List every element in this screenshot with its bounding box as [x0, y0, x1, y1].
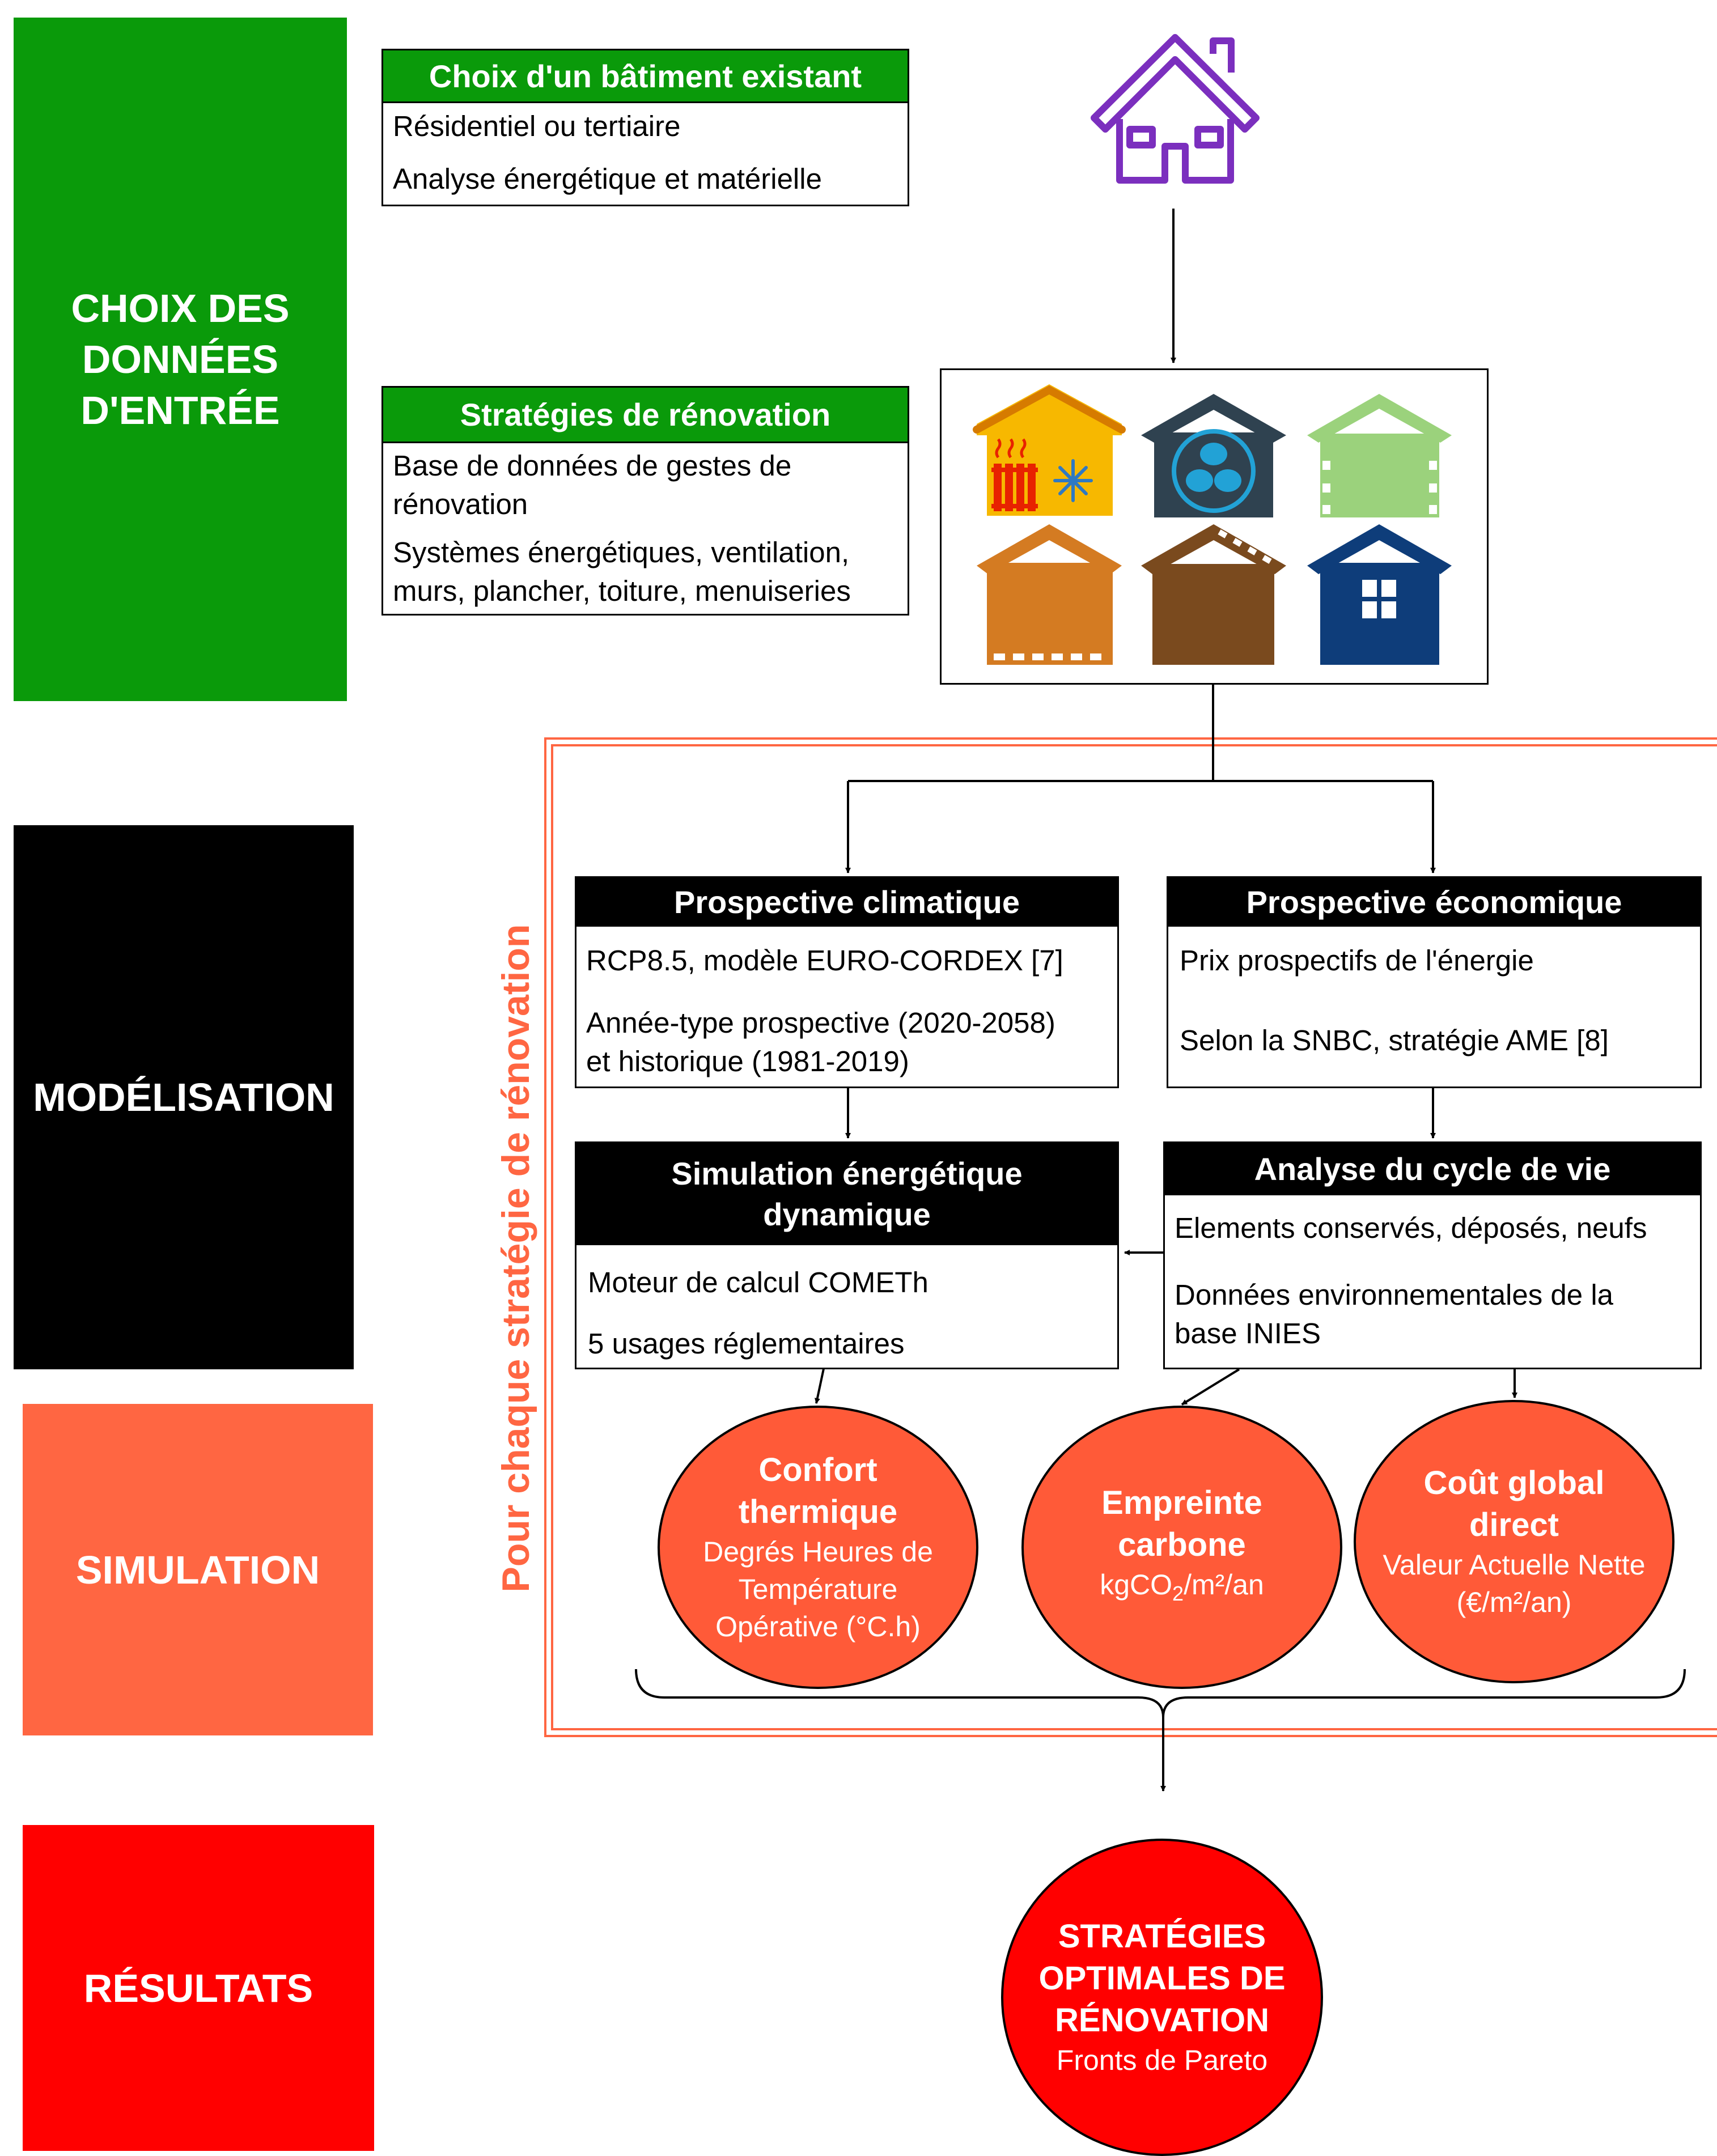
lca-title: Analyse du cycle de vie	[1165, 1143, 1700, 1195]
stage-inputs-label: CHOIX DES DONNÉES D'ENTRÉE	[71, 286, 290, 432]
economy-box: Prospective économique Prix prospectifs …	[1167, 876, 1702, 1088]
heating-cooling-house-icon	[973, 384, 1126, 516]
icons-grid	[973, 384, 1452, 665]
stage-simulation: SIMULATION	[23, 1404, 373, 1735]
ventilation-house-icon	[1141, 394, 1286, 517]
lca-box: Analyse du cycle de vie Elements conserv…	[1163, 1141, 1702, 1369]
climate-title: Prospective climatique	[576, 878, 1117, 927]
stage-results-label: RÉSULTATS	[83, 1966, 313, 2010]
lca-line-1: Elements conservés, déposés, neufs	[1175, 1212, 1647, 1244]
stage-modeling: MODÉLISATION	[14, 825, 354, 1369]
strategies-title: Stratégies de rénovation	[383, 388, 908, 443]
building-line-1: Résidentiel ou tertiaire	[393, 110, 681, 142]
wall-house-icon	[1307, 394, 1452, 517]
economy-line-1: Prix prospectifs de l'énergie	[1180, 944, 1534, 977]
lca-line-2a: Données environnementales de la	[1175, 1279, 1614, 1311]
loop-frame	[544, 737, 1717, 1737]
stage-inputs: CHOIX DES DONNÉES D'ENTRÉE	[14, 18, 347, 701]
renovation-icons-box	[940, 368, 1489, 685]
economy-line-2: Selon la SNBC, stratégie AME [8]	[1180, 1024, 1609, 1056]
climate-line-2a: Année-type prospective (2020-2058)	[586, 1007, 1055, 1039]
strategies-line-2a: Systèmes énergétiques, ventilation,	[393, 536, 850, 568]
stage-simulation-label: SIMULATION	[75, 1547, 320, 1592]
simulation-line-2: 5 usages réglementaires	[588, 1327, 905, 1360]
climate-line-1: RCP8.5, modèle EURO-CORDEX [7]	[586, 944, 1063, 977]
simulation-line-1: Moteur de calcul COMETh	[588, 1266, 929, 1298]
simulation-box: Simulation énergétique dynamique Moteur …	[575, 1141, 1119, 1369]
strategies-box: Stratégies de rénovation Base de données…	[381, 386, 909, 616]
strategies-line-2b: murs, plancher, toiture, menuiseries	[393, 575, 851, 607]
result-circle: STRATÉGIES OPTIMALES DE RÉNOVATION Front…	[1001, 1839, 1323, 2156]
simulation-title: Simulation énergétique dynamique	[576, 1143, 1117, 1245]
floor-house-icon	[977, 524, 1122, 665]
indicator-carbon: Empreinte carbone kgCO2/m²/an	[1021, 1406, 1342, 1689]
indicator-cost: Coût global direct Valeur Actuelle Nette…	[1354, 1400, 1674, 1683]
strategies-line-1a: Base de données de gestes de	[393, 449, 792, 482]
carbon-unit: kgCO2/m²/an	[1100, 1569, 1264, 1605]
roof-house-icon	[1141, 524, 1286, 665]
stage-results: RÉSULTATS	[23, 1825, 374, 2151]
indicator-comfort: Confort thermique Degrés Heures de Tempé…	[658, 1406, 978, 1689]
climate-line-2b: et historique (1981-2019)	[586, 1045, 909, 1077]
stage-modeling-label: MODÉLISATION	[33, 1075, 334, 1119]
strategies-line-1b: rénovation	[393, 488, 528, 520]
climate-box: Prospective climatique RCP8.5, modèle EU…	[575, 876, 1119, 1088]
window-house-icon	[1307, 524, 1452, 665]
building-box: Choix d'un bâtiment existant Résidentiel…	[381, 49, 909, 206]
building-title: Choix d'un bâtiment existant	[383, 50, 908, 103]
building-line-2: Analyse énergétique et matérielle	[393, 163, 822, 195]
lca-line-2b: base INIES	[1175, 1317, 1321, 1349]
economy-title: Prospective économique	[1168, 878, 1700, 927]
